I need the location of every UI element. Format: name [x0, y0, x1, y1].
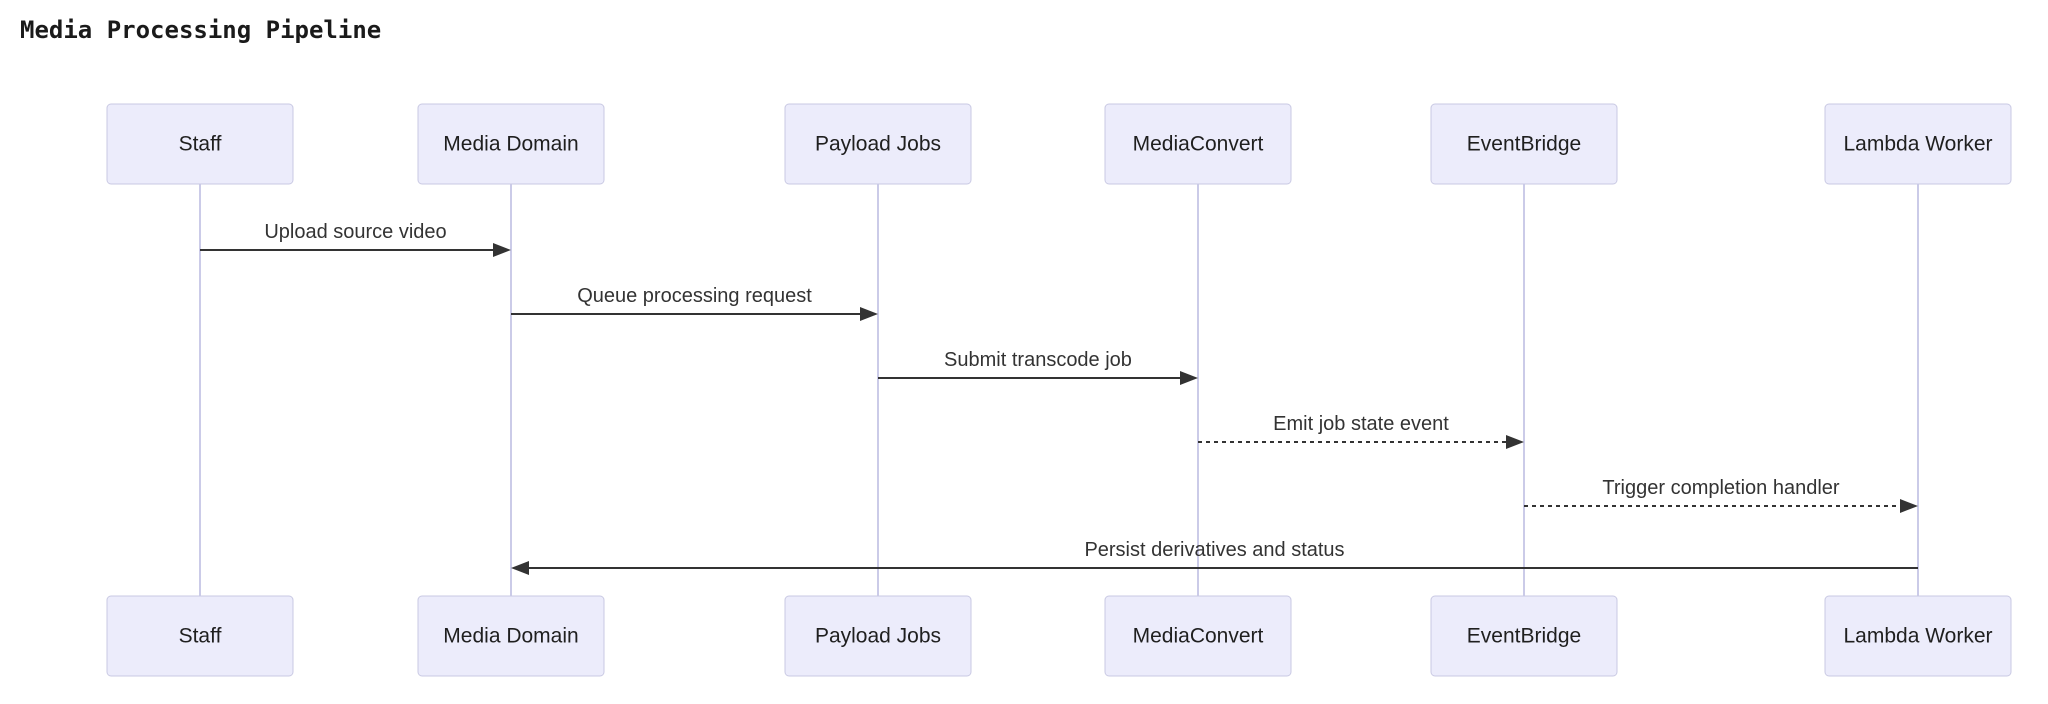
participant-label-lambda-worker-bottom: Lambda Worker: [1843, 625, 1992, 648]
message-arrowhead-1: [860, 307, 878, 321]
message-label-0: Upload source video: [264, 221, 446, 243]
diagram-title: Media Processing Pipeline: [20, 16, 382, 44]
participant-box-mediaconvert-bottom: [1104, 595, 1292, 677]
participant-box-media-domain-top: [417, 103, 605, 185]
participant-label-payload-jobs-top: Payload Jobs: [815, 133, 941, 156]
participant-label-eventbridge-bottom: EventBridge: [1467, 625, 1581, 648]
message-label-5: Persist derivatives and status: [1084, 539, 1344, 561]
participant-label-payload-jobs-bottom: Payload Jobs: [815, 625, 941, 648]
message-label-3: Emit job state event: [1273, 413, 1449, 435]
message-label-4: Trigger completion handler: [1602, 477, 1839, 499]
message-arrowhead-0: [493, 243, 511, 257]
participant-box-lambda-worker-bottom: [1824, 595, 2012, 677]
message-arrowhead-4: [1900, 499, 1918, 513]
participant-box-eventbridge-top: [1430, 103, 1618, 185]
message-arrowhead-2: [1180, 371, 1198, 385]
participant-label-staff-top: Staff: [179, 133, 222, 156]
participant-box-lambda-worker-top: [1824, 103, 2012, 185]
participant-box-media-domain-bottom: [417, 595, 605, 677]
message-label-2: Submit transcode job: [944, 349, 1132, 371]
participant-label-mediaconvert-top: MediaConvert: [1133, 133, 1264, 156]
participant-box-mediaconvert-top: [1104, 103, 1292, 185]
message-label-1: Queue processing request: [577, 285, 812, 307]
participant-box-eventbridge-bottom: [1430, 595, 1618, 677]
participant-label-media-domain-bottom: Media Domain: [443, 625, 578, 648]
participant-label-media-domain-top: Media Domain: [443, 133, 578, 156]
participant-box-staff-top: [106, 103, 294, 185]
participant-label-eventbridge-top: EventBridge: [1467, 133, 1581, 156]
participant-label-lambda-worker-top: Lambda Worker: [1843, 133, 1992, 156]
message-arrowhead-3: [1506, 435, 1524, 449]
message-arrowhead-5: [511, 561, 529, 575]
participant-box-payload-jobs-top: [784, 103, 972, 185]
participant-label-staff-bottom: Staff: [179, 625, 222, 648]
participant-box-staff-bottom: [106, 595, 294, 677]
participant-label-mediaconvert-bottom: MediaConvert: [1133, 625, 1264, 648]
participant-box-payload-jobs-bottom: [784, 595, 972, 677]
